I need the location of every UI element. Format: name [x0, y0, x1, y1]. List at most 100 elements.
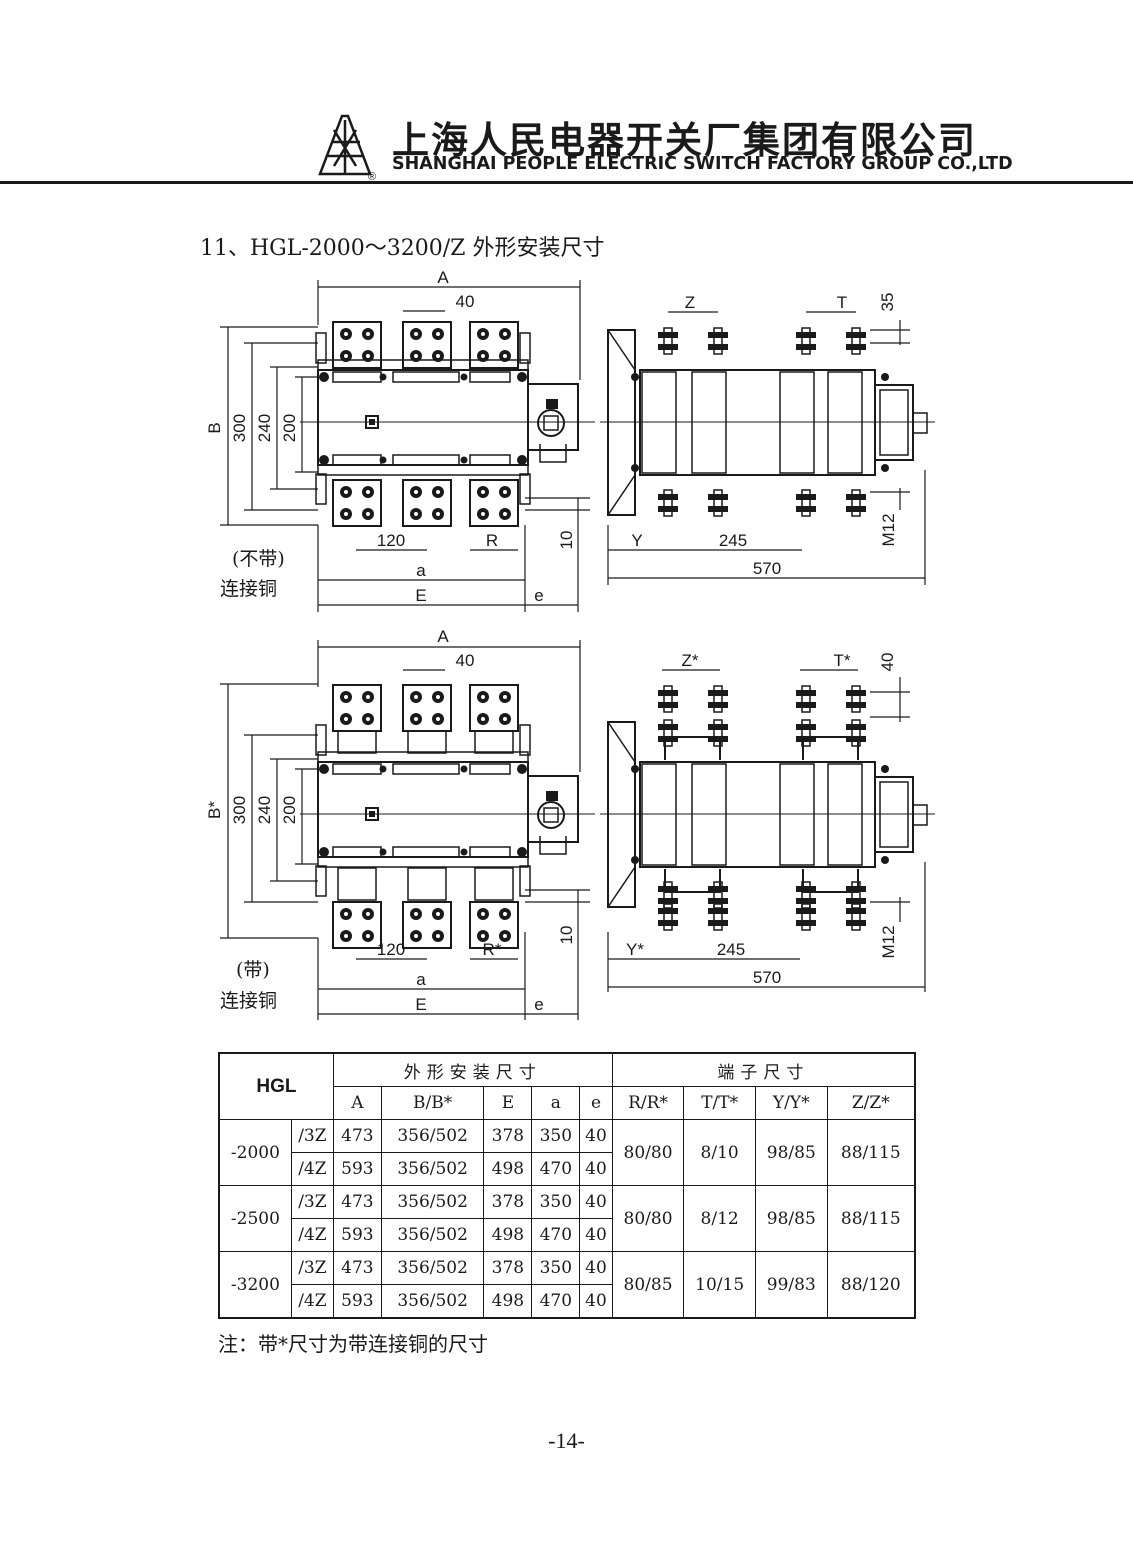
- value-cell: 40: [579, 1284, 613, 1319]
- table-header-model: HGL: [218, 1052, 334, 1120]
- value-cell: 80/80: [611, 1185, 685, 1252]
- table-header-terminal: 端子尺寸: [611, 1052, 916, 1087]
- dim-40: 40: [456, 651, 475, 670]
- value-cell: 593: [332, 1284, 382, 1319]
- value-cell: 98/85: [754, 1119, 828, 1186]
- value-cell: 98/85: [754, 1185, 828, 1252]
- dim-240: 240: [255, 414, 274, 442]
- value-cell: 88/115: [826, 1185, 916, 1252]
- table-row: -3200 /3Z 473 356/502 378 350 40 80/85 1…: [218, 1251, 916, 1319]
- dim-B: B: [205, 422, 224, 433]
- dim-245: 245: [717, 940, 745, 959]
- value-cell: 356/502: [380, 1152, 485, 1186]
- pole-cell: /4Z: [290, 1218, 334, 1252]
- dimension-table: HGL 外形安装尺寸 端子尺寸 A B/B* E a e R/R* T/T* Y…: [218, 1052, 916, 1319]
- value-cell: 593: [332, 1218, 382, 1252]
- dim-570: 570: [753, 559, 781, 578]
- pole-cell: /3Z: [290, 1119, 334, 1153]
- value-cell: 350: [531, 1119, 581, 1153]
- dim-R: R: [486, 531, 498, 550]
- value-cell: 356/502: [380, 1251, 485, 1285]
- front-view-without-copper: A 40 B 300 240 200 120 R 10 a E e: [205, 268, 596, 612]
- caption-without-copper-2: 连接铜: [220, 578, 278, 600]
- value-cell: 40: [579, 1218, 613, 1252]
- value-cell: 470: [531, 1284, 581, 1319]
- caption-with-copper-2: 连接铜: [220, 990, 278, 1012]
- dim-10: 10: [557, 926, 576, 945]
- value-cell: 40: [579, 1119, 613, 1153]
- dim-E: E: [415, 586, 426, 605]
- dim-e: e: [534, 586, 543, 605]
- dim-40: 40: [878, 653, 897, 672]
- value-cell: 350: [531, 1251, 581, 1285]
- value-cell: 40: [579, 1185, 613, 1219]
- dim-35: 35: [878, 293, 897, 312]
- value-cell: 356/502: [380, 1284, 485, 1319]
- section-title: 11、HGL-2000～3200/Z 外形安装尺寸: [200, 236, 605, 261]
- table-col-header: E: [483, 1086, 533, 1120]
- dim-M12: M12: [879, 925, 898, 958]
- value-cell: 80/85: [611, 1251, 685, 1319]
- company-name-cn: 上海人民电器开关厂集团有限公司: [392, 119, 977, 162]
- model-cell: -2500: [218, 1185, 292, 1252]
- dim-e: e: [534, 995, 543, 1014]
- value-cell: 8/12: [683, 1185, 756, 1252]
- dim-570: 570: [753, 968, 781, 987]
- company-name-en: SHANGHAI PEOPLE ELECTRIC SWITCH FACTORY …: [392, 154, 1013, 174]
- value-cell: 10/15: [683, 1251, 756, 1319]
- side-view-without-copper: Z T 35 Y 245 570 M12: [600, 293, 935, 585]
- value-cell: 99/83: [754, 1251, 828, 1319]
- table-col-header: B/B*: [380, 1086, 485, 1120]
- value-cell: 356/502: [380, 1185, 485, 1219]
- pole-cell: /4Z: [290, 1284, 334, 1319]
- value-cell: 498: [483, 1284, 533, 1319]
- dim-300: 300: [230, 414, 249, 442]
- dim-T-star: T*: [834, 651, 851, 670]
- value-cell: 8/10: [683, 1119, 756, 1186]
- front-view-with-copper: A 40 B* 300 240 200 120 R* 10 a E e: [205, 627, 596, 1020]
- dim-10: 10: [557, 531, 576, 550]
- dim-R-star: R*: [483, 940, 502, 959]
- page-number: -14-: [548, 1428, 585, 1453]
- dim-A: A: [437, 627, 449, 646]
- value-cell: 350: [531, 1185, 581, 1219]
- pole-cell: /3Z: [290, 1185, 334, 1219]
- value-cell: 80/80: [611, 1119, 685, 1186]
- dim-A: A: [437, 268, 449, 287]
- value-cell: 470: [531, 1218, 581, 1252]
- table-header-outline: 外形安装尺寸: [332, 1052, 613, 1087]
- table-col-header: A: [332, 1086, 382, 1120]
- pole-cell: /3Z: [290, 1251, 334, 1285]
- svg-text:®: ®: [368, 171, 376, 182]
- header-rule: [0, 181, 1133, 184]
- caption-without-copper-1: (不带): [232, 548, 285, 570]
- side-view-with-copper: Z* T* 40 Y* 245 570 M12: [600, 651, 935, 992]
- value-cell: 378: [483, 1185, 533, 1219]
- dim-120: 120: [377, 531, 405, 550]
- value-cell: 88/120: [826, 1251, 916, 1319]
- dim-40: 40: [456, 292, 475, 311]
- dim-200: 200: [280, 796, 299, 824]
- table-col-header: a: [531, 1086, 581, 1120]
- value-cell: 593: [332, 1152, 382, 1186]
- table-row: -2000 /3Z 473 356/502 378 350 40 80/80 8…: [218, 1119, 916, 1186]
- dim-a: a: [416, 970, 426, 989]
- company-logo: ®: [318, 114, 376, 182]
- value-cell: 40: [579, 1152, 613, 1186]
- dim-240: 240: [255, 796, 274, 824]
- value-cell: 40: [579, 1251, 613, 1285]
- dim-Z-star: Z*: [682, 651, 699, 670]
- dim-Y-star: Y*: [626, 940, 644, 959]
- dim-Z: Z: [685, 293, 695, 312]
- value-cell: 473: [332, 1119, 382, 1153]
- dim-M12: M12: [879, 513, 898, 546]
- caption-with-copper-1: (带): [236, 959, 270, 981]
- table-col-header: T/T*: [683, 1086, 756, 1120]
- table-col-header: R/R*: [611, 1086, 685, 1120]
- value-cell: 473: [332, 1251, 382, 1285]
- table-col-header: Y/Y*: [754, 1086, 828, 1120]
- dim-300: 300: [230, 796, 249, 824]
- value-cell: 473: [332, 1185, 382, 1219]
- dim-120: 120: [377, 940, 405, 959]
